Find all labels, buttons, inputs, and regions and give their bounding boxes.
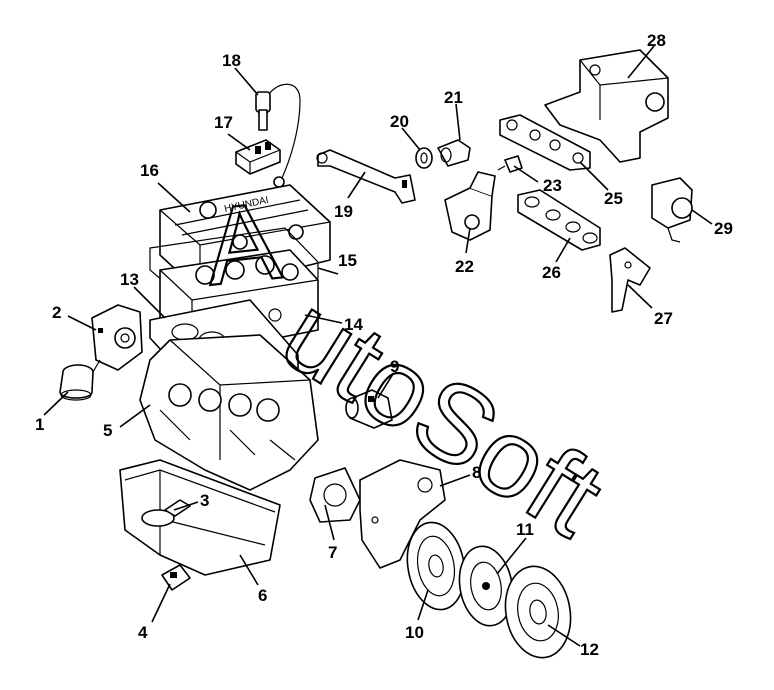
part-1-oil-filter bbox=[59, 359, 101, 401]
callout-18: 18 bbox=[222, 51, 241, 70]
callout-13: 13 bbox=[120, 270, 139, 289]
part-20-nipple bbox=[415, 147, 433, 169]
leader-lines bbox=[43, 45, 713, 647]
callout-3: 3 bbox=[200, 491, 209, 510]
callout-2: 2 bbox=[52, 303, 61, 322]
part-9-starter bbox=[345, 389, 393, 429]
part-18-plug-lead bbox=[255, 83, 301, 188]
callout-27: 27 bbox=[654, 309, 673, 328]
callout-14: 14 bbox=[344, 315, 363, 334]
callout-1: 1 bbox=[35, 415, 44, 434]
part-7-seal-housing bbox=[309, 467, 361, 523]
callout-25: 25 bbox=[604, 189, 623, 208]
callout-8: 8 bbox=[472, 463, 481, 482]
part-28-intake-manifold bbox=[544, 49, 669, 163]
part-21-elbow bbox=[437, 139, 471, 167]
part-19-coolant-pipe bbox=[316, 149, 416, 204]
watermark-rest: utoSoft bbox=[262, 271, 623, 560]
watermark-a: A bbox=[200, 179, 286, 309]
callout-15: 15 bbox=[338, 251, 357, 270]
callout-16: 16 bbox=[140, 161, 159, 180]
part-22-thermostat-housing bbox=[444, 171, 496, 241]
callout-21: 21 bbox=[444, 88, 463, 107]
callout-26: 26 bbox=[542, 263, 561, 282]
callout-10: 10 bbox=[405, 623, 424, 642]
callout-17: 17 bbox=[214, 113, 233, 132]
callout-19: 19 bbox=[334, 202, 353, 221]
part-27-bracket bbox=[609, 247, 651, 313]
part-4-sensor bbox=[161, 564, 191, 591]
callout-labels: 1 2 3 4 5 6 7 8 9 10 11 12 13 14 15 16 1… bbox=[35, 31, 733, 659]
callout-29: 29 bbox=[714, 219, 733, 238]
part-11-clutch-disc bbox=[458, 545, 514, 627]
part-5-engine-block bbox=[139, 334, 319, 491]
part-2-oil-pump bbox=[91, 304, 143, 371]
part-15-cover-gasket bbox=[149, 227, 319, 303]
callout-22: 22 bbox=[455, 257, 474, 276]
callout-28: 28 bbox=[647, 31, 666, 50]
callout-20: 20 bbox=[390, 112, 409, 131]
callout-23: 23 bbox=[543, 176, 562, 195]
callout-4: 4 bbox=[138, 623, 148, 642]
part-29-throttle-body bbox=[651, 177, 693, 243]
part-12-pressure-plate bbox=[504, 565, 572, 659]
callout-6: 6 bbox=[258, 586, 267, 605]
callout-9: 9 bbox=[390, 357, 399, 376]
callout-12: 12 bbox=[580, 640, 599, 659]
part-6-oil-pan bbox=[119, 459, 281, 576]
part-26-exhaust-gasket bbox=[517, 189, 601, 251]
callout-11: 11 bbox=[516, 520, 534, 539]
callout-5: 5 bbox=[103, 421, 112, 440]
part-25-gasket bbox=[499, 114, 591, 171]
callout-7: 7 bbox=[328, 543, 337, 562]
